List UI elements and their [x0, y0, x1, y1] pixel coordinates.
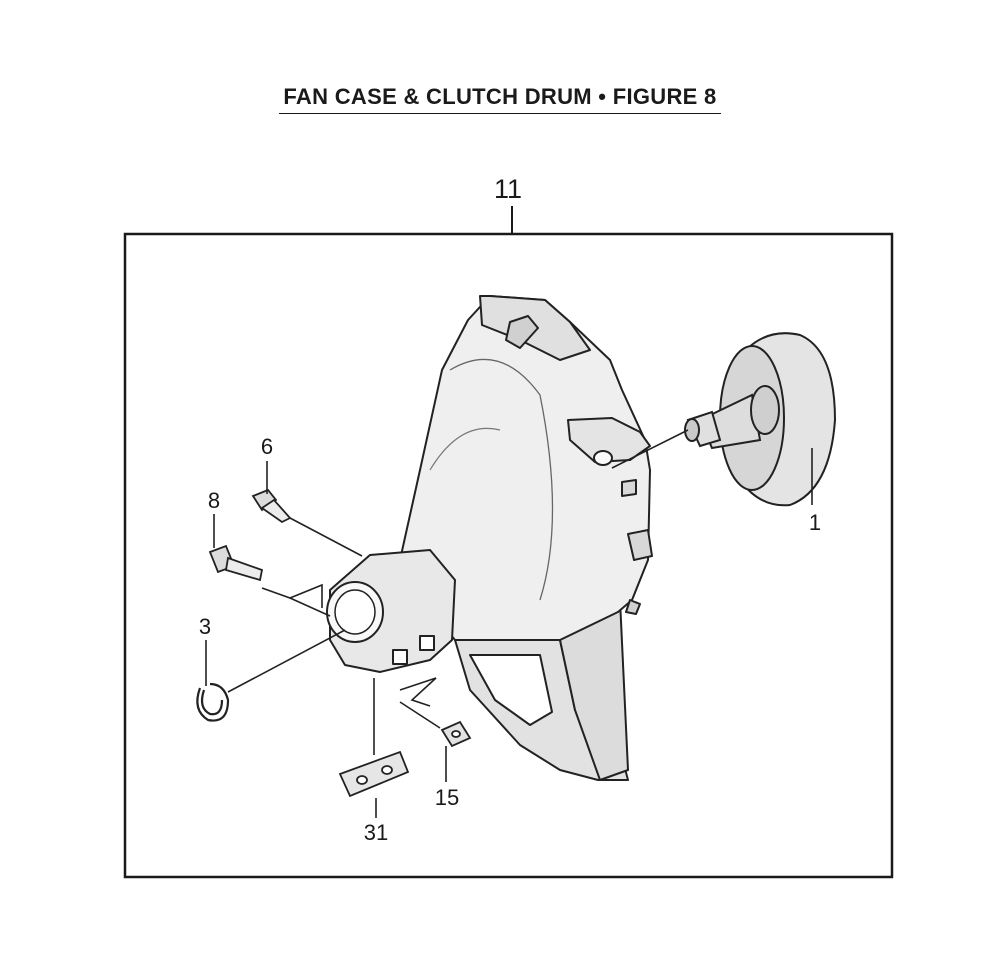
bolt-8	[208, 544, 264, 582]
callout-nut: 15	[435, 785, 459, 810]
bolt-6	[251, 488, 292, 524]
callout-clutch-drum: 1	[809, 510, 821, 535]
fan-case	[326, 295, 653, 781]
nut-15	[440, 720, 472, 748]
figure-title-wrap: FAN CASE & CLUTCH DRUM • FIGURE 8	[0, 84, 1000, 114]
snap-ring-3	[196, 682, 230, 722]
callout-bolt-8: 8	[208, 488, 220, 513]
callout-bolt-6: 6	[261, 434, 273, 459]
callout-snap-ring: 3	[199, 614, 211, 639]
plate-31	[338, 750, 410, 798]
figure-title: FAN CASE & CLUTCH DRUM • FIGURE 8	[279, 84, 721, 114]
assembly-lines	[205, 429, 813, 818]
callout-plate: 31	[364, 820, 388, 845]
callout-assembly: 11	[494, 174, 522, 204]
assembly-frame	[123, 232, 894, 879]
